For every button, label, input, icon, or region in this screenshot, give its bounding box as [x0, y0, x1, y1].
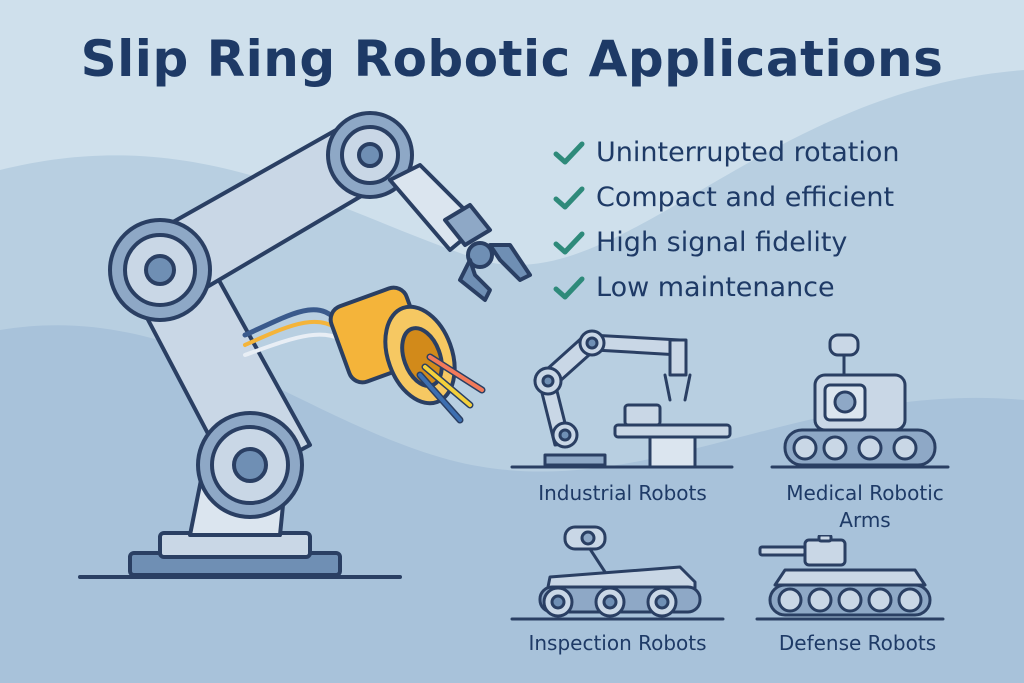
- feature-label: High signal fidelity: [596, 227, 848, 258]
- medical-robot-icon: [770, 333, 950, 469]
- inspection-robot-icon: [510, 525, 725, 621]
- feature-item: High signal fidelity: [552, 220, 899, 265]
- app-label-inspection: Inspection Robots: [528, 631, 707, 655]
- robot-arm-illustration: [78, 111, 532, 579]
- feature-item: Compact and efficient: [552, 175, 899, 220]
- feature-item: Uninterrupted rotation: [552, 130, 899, 175]
- page-title: Slip Ring Robotic Applications: [80, 30, 944, 88]
- check-icon: [553, 231, 585, 254]
- app-label-industrial: Industrial Robots: [538, 481, 707, 505]
- feature-label: Low maintenance: [596, 272, 835, 303]
- app-label-defense: Defense Robots: [778, 631, 937, 655]
- app-label-medical: Medical Robotic Arms: [786, 481, 944, 532]
- feature-label: Uninterrupted rotation: [596, 137, 900, 168]
- feature-label: Compact and efficient: [596, 182, 895, 213]
- feature-item: Low maintenance: [552, 265, 899, 310]
- feature-list: Uninterrupted rotation Compact and effic…: [552, 130, 899, 310]
- industrial-robot-icon: [510, 329, 734, 469]
- check-icon: [553, 141, 585, 164]
- defense-robot-icon: [755, 535, 945, 621]
- check-icon: [553, 276, 585, 299]
- check-icon: [553, 186, 585, 209]
